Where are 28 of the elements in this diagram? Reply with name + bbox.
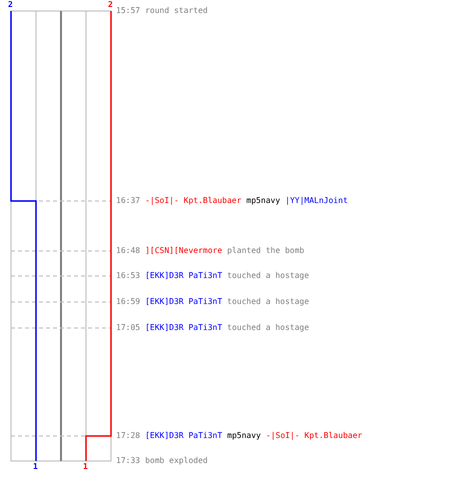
event-time: 16:37: [116, 197, 140, 205]
player-count: 1: [83, 463, 88, 471]
player-count: 1: [33, 463, 38, 471]
event-text: round started: [145, 7, 208, 15]
event-time: 16:53: [116, 272, 140, 280]
player-name: [EKK]D3R PaTi3nT: [145, 432, 222, 440]
player-name: |YY|MALnJoint: [285, 197, 348, 205]
event-time: 17:33: [116, 457, 140, 465]
event-text: planted the bomb: [227, 247, 304, 255]
event-text: touched a hostage: [227, 272, 310, 280]
player-name: [EKK]D3R PaTi3nT: [145, 298, 222, 306]
weapon-name: mp5navy: [227, 432, 261, 440]
event-text: bomb exploded: [145, 457, 208, 465]
event-time: 17:28: [116, 432, 140, 440]
player-name: -|SoI|- Kpt.Blaubaer: [145, 197, 242, 205]
event-time: 15:57: [116, 7, 140, 15]
player-name: [EKK]D3R PaTi3nT: [145, 324, 222, 332]
player-name: -|SoI|- Kpt.Blaubaer: [266, 432, 362, 440]
event-time: 16:48: [116, 247, 140, 255]
player-count: 2: [108, 1, 113, 9]
player-name: ][CSN][Nevermore: [145, 247, 222, 255]
player-name: [EKK]D3R PaTi3nT: [145, 272, 222, 280]
weapon-name: mp5navy: [246, 197, 280, 205]
player-count: 2: [8, 1, 13, 9]
event-time: 17:05: [116, 324, 140, 332]
event-time: 16:59: [116, 298, 140, 306]
event-text: touched a hostage: [227, 324, 310, 332]
event-text: touched a hostage: [227, 298, 310, 306]
